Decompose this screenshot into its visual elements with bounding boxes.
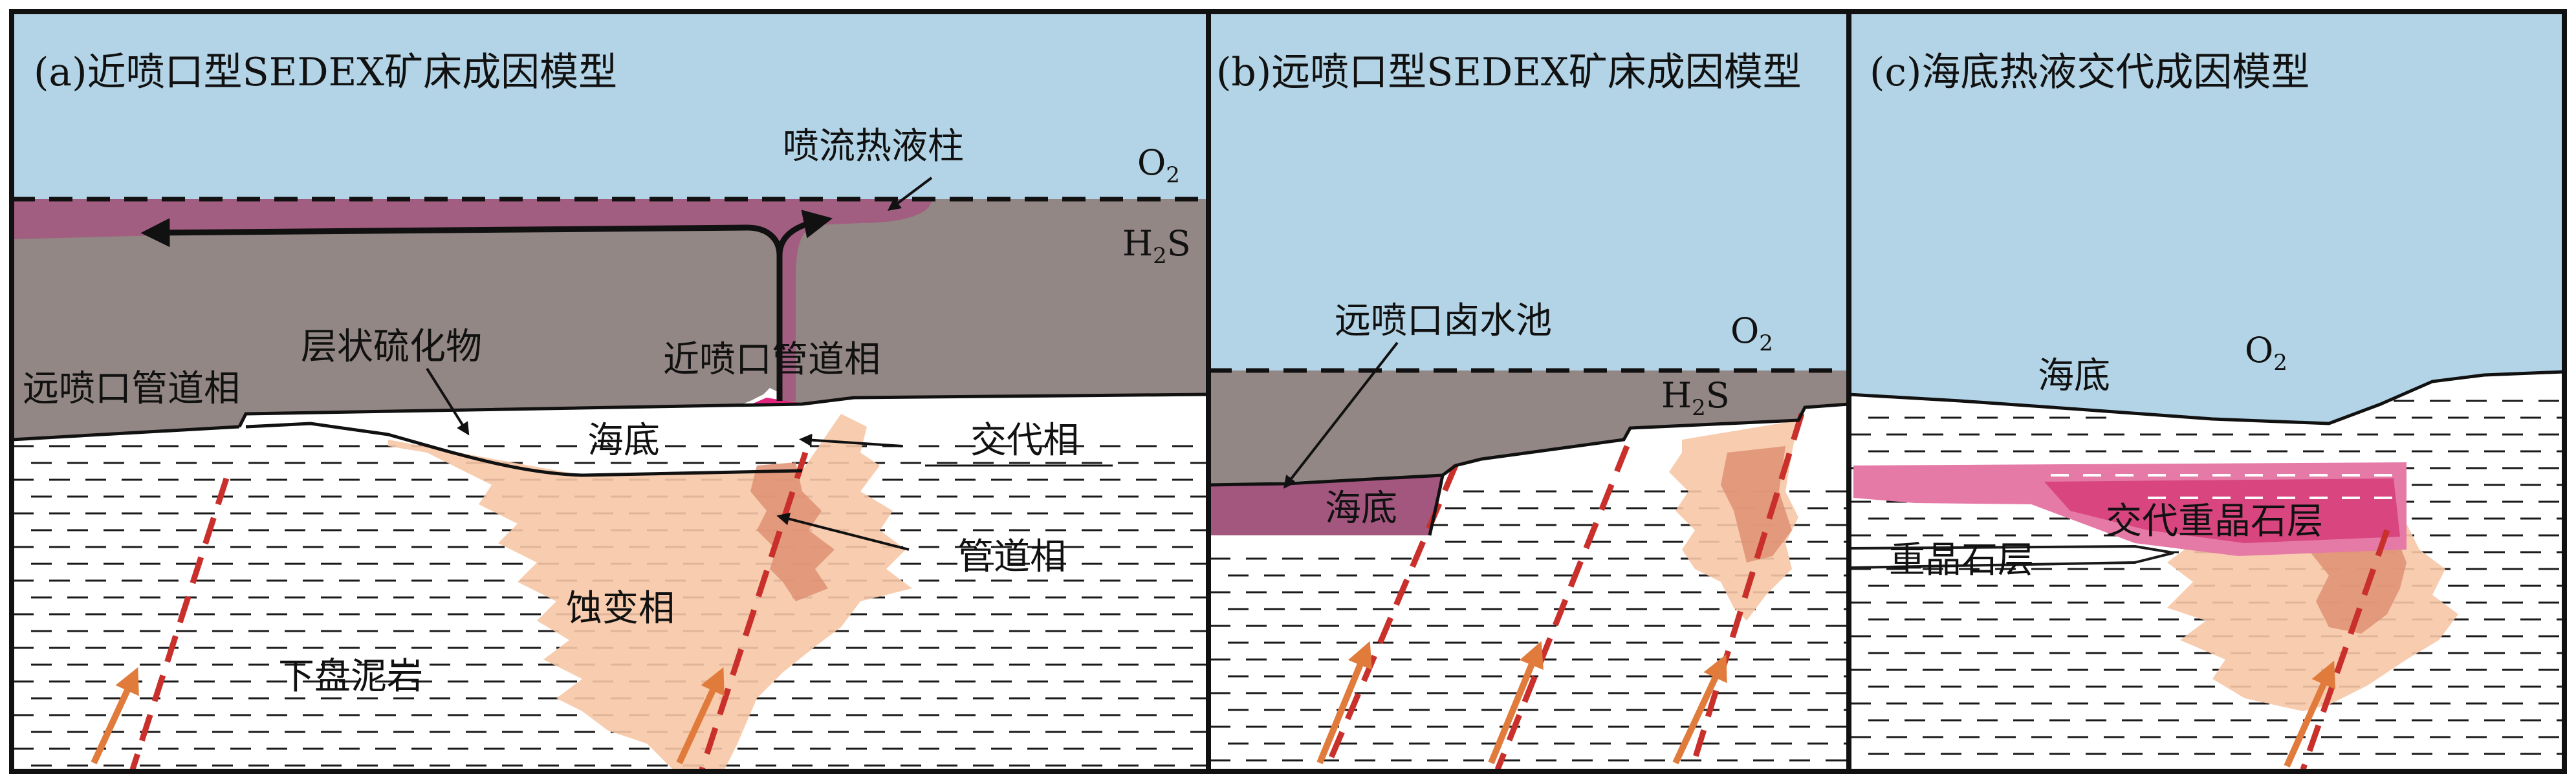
panel-c-seafloor-label: 海底 xyxy=(2038,355,2110,397)
panel-borders xyxy=(9,9,2567,774)
panel-a-sea xyxy=(12,12,1208,199)
fluid-up-arrow-icon xyxy=(1488,641,1544,764)
panel-b-pool-edge xyxy=(1428,475,1445,536)
panel-a-plume xyxy=(12,199,932,401)
panel-a-fault-1 xyxy=(129,477,230,771)
panel-a-seafloor-step xyxy=(237,392,1208,428)
panel-a-proximal-feeder-label: 近喷口管道相 xyxy=(663,339,880,381)
pointer-arrow-icon xyxy=(799,433,903,447)
fluid-up-arrow-icon xyxy=(2284,660,2336,768)
fluid-up-arrow-icon xyxy=(676,667,725,765)
panel-a-title: (a)近喷口型SEDEX矿床成因模型 xyxy=(34,50,617,95)
panel-c-title: (c)海底热液交代成因模型 xyxy=(1870,50,2309,95)
panel-b-brine-pool xyxy=(1208,475,1443,535)
panel-b-fault-3 xyxy=(1688,413,1805,771)
panel-c-fault xyxy=(2300,529,2390,771)
panel-a-alteration-label: 蚀变相 xyxy=(566,588,675,630)
panel-c-border xyxy=(1846,9,2567,774)
panel-a-o2-label: O2 xyxy=(1137,142,1180,188)
panel-a-distal-feeder-label: 远喷口管道相 xyxy=(23,368,240,410)
panel-a-fluid-arrows xyxy=(91,667,725,765)
panel-a-replacement-label: 交代相 xyxy=(970,420,1079,462)
panel-c-o2-label: O2 xyxy=(2245,330,2287,376)
panel-b-h2s-label: H2S xyxy=(1661,375,1730,421)
panel-b-o2-label: O2 xyxy=(1730,310,1773,356)
panel-b-title: (b)远喷口型SEDEX矿床成因模型 xyxy=(1216,50,1802,95)
panel-a-seafloor-label: 海底 xyxy=(587,420,660,462)
panel-c-barite-layer xyxy=(1849,544,2174,570)
panel-a-sulfide-base xyxy=(245,422,803,477)
panel-b-fluid-arrows xyxy=(1316,641,1727,765)
panel-a-seafloor-line xyxy=(12,425,240,442)
panel-b: (b)远喷口型SEDEX矿床成因模型 远喷口卤水池 O2 H2S 海底 xyxy=(1208,12,1849,771)
pointer-arrow-icon xyxy=(776,512,910,551)
panel-b-brine-label: 远喷口卤水池 xyxy=(1335,300,1552,342)
panel-b-seafloor-line xyxy=(1208,402,1849,487)
panel-b-alteration-core xyxy=(1721,446,1792,563)
panel-a-faults xyxy=(129,451,809,771)
panel-b-sea xyxy=(1208,12,1849,370)
panel-c-barite-layer-label: 重晶石层 xyxy=(1889,539,2034,581)
panel-a-h2s-label: H2S xyxy=(1122,223,1191,269)
pointer-arrow-icon xyxy=(888,177,933,211)
panel-a: (a)近喷口型SEDEX矿床成因模型 喷流热液柱 O2 H2S 层状硫化物 近喷… xyxy=(12,12,1208,771)
panel-c-replacement-barite-label: 交代重晶石层 xyxy=(2106,500,2323,542)
panel-a-footwall-label: 下盘泥岩 xyxy=(278,656,423,698)
plume-flow-arrow-icon xyxy=(776,209,833,256)
fluid-up-arrow-icon xyxy=(1316,641,1372,764)
panel-a-fault-2 xyxy=(699,451,809,771)
pointer-arrow-icon xyxy=(1283,341,1399,489)
fluid-up-arrow-icon xyxy=(1672,654,1727,765)
panel-b-mud-lines xyxy=(1210,490,1848,762)
panel-b-fault-2 xyxy=(1494,445,1630,771)
fluid-up-arrow-icon xyxy=(91,667,139,765)
panel-a-plume-label: 喷流热液柱 xyxy=(783,125,964,167)
panel-a-stratiform-label: 层状硫化物 xyxy=(301,326,482,368)
panel-c-seafloor-line xyxy=(1849,370,2564,425)
panel-a-feeder-label: 管道相 xyxy=(957,536,1066,578)
panel-b-h2s-water xyxy=(1208,370,1849,485)
panel-c-replacement-barite-core xyxy=(2044,478,2400,543)
panel-c-barite-dashes xyxy=(2051,474,2392,499)
pointer-arrow-icon xyxy=(426,367,470,436)
panel-c: (c)海底热液交代成因模型 海底 O2 交代重晶石层 重晶石层 xyxy=(1849,12,2564,771)
panel-a-alteration-core xyxy=(750,462,835,601)
panel-a-h2s-water xyxy=(12,199,1208,440)
panel-b-seafloor-label: 海底 xyxy=(1325,488,1397,530)
